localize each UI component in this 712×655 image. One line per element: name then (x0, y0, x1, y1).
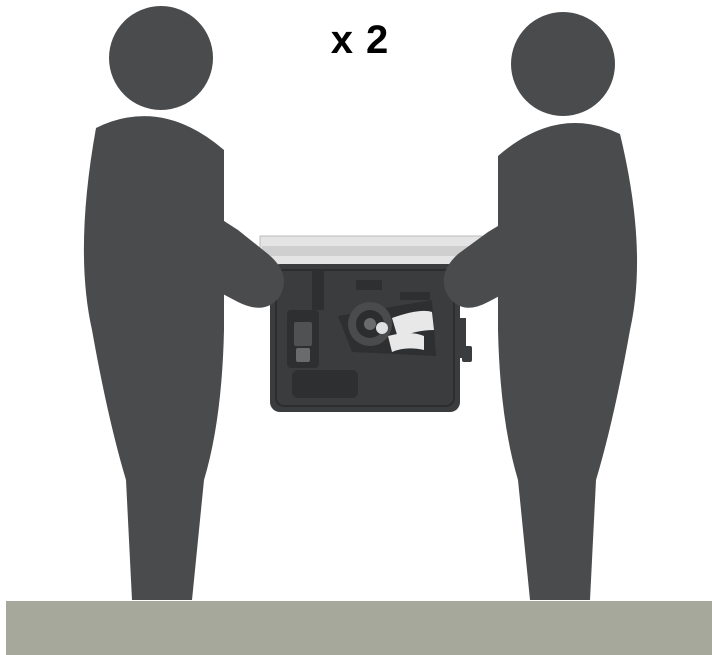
table-saw-icon (260, 236, 482, 412)
person-count-label: x 2 (300, 18, 420, 63)
right-person-icon (444, 12, 637, 600)
floor (6, 601, 712, 655)
left-person-icon (84, 6, 284, 600)
